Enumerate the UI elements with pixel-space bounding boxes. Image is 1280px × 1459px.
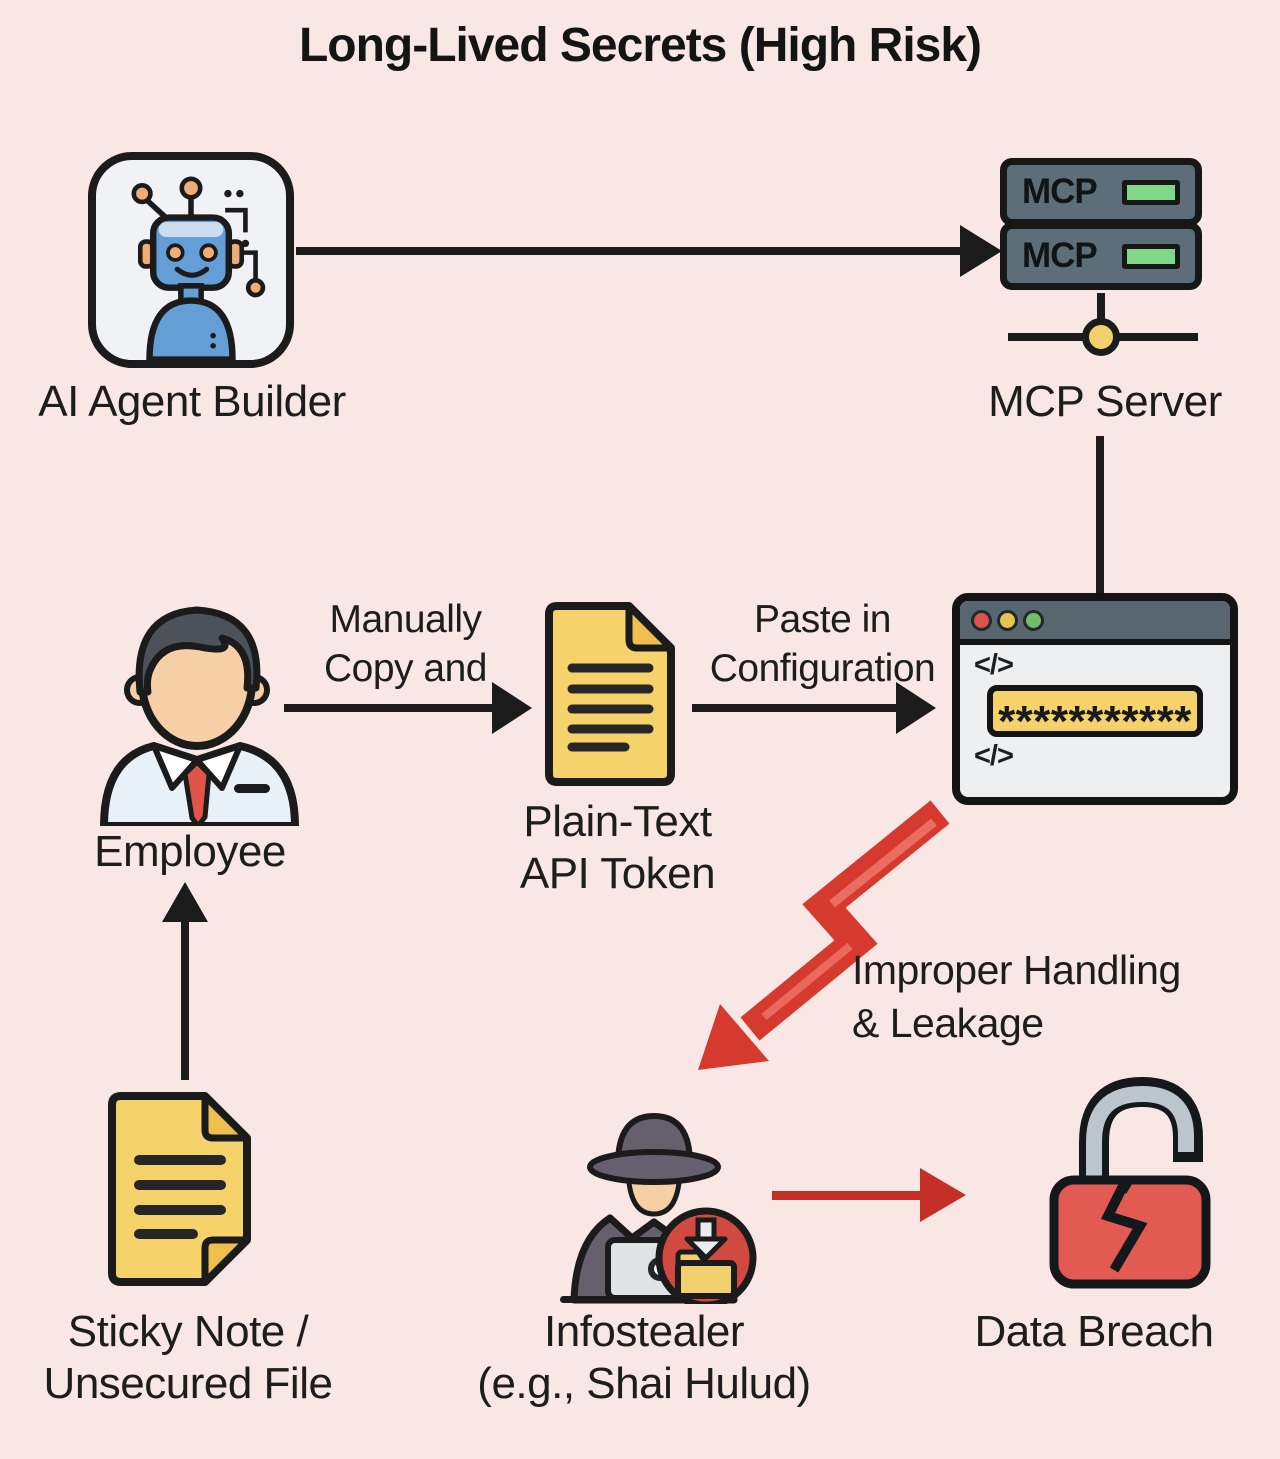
password-field: *********** — [987, 685, 1203, 738]
mcp-network-node-icon — [1082, 318, 1120, 356]
window-body: </> *********** </> — [960, 645, 1230, 774]
edge-copy-label: Manually Copy and — [298, 596, 513, 694]
edge-copy-label-line1: Manually — [329, 598, 482, 641]
arrow-sticky-to-employee-line — [181, 920, 189, 1080]
mcp-unit-label: MCP — [1022, 236, 1098, 275]
arrow-paste-head — [896, 682, 936, 734]
ai-agent-builder-label: AI Agent Builder — [38, 377, 346, 426]
arrow-agent-to-mcp-head — [960, 225, 1002, 277]
arrow-sticky-to-employee-head — [162, 882, 208, 922]
api-token-label-line2: API Token — [519, 848, 716, 898]
infostealer-spy-icon — [560, 1112, 757, 1304]
sticky-note-label-line2: Unsecured File — [43, 1358, 333, 1408]
sticky-note-label: Sticky Note / Unsecured File — [8, 1306, 368, 1410]
server-indicator-light — [1122, 243, 1180, 269]
api-token-label: Plain-Text API Token — [505, 796, 730, 900]
edge-leak-label: Improper Handling & Leakage — [852, 944, 1222, 1051]
edge-paste-label: Paste in Configuration — [700, 596, 945, 694]
mcp-unit-label: MCP — [1022, 172, 1098, 211]
employee-icon — [100, 606, 299, 826]
arrow-breach-head — [920, 1168, 966, 1222]
data-breach-padlock-icon — [1049, 1076, 1211, 1289]
server-indicator-light — [1122, 179, 1180, 205]
api-token-label-line1: Plain-Text — [523, 797, 712, 846]
edge-leak-label-line1: Improper Handling — [852, 947, 1181, 993]
mcp-server-unit: MCP — [1000, 158, 1202, 226]
window-close-icon — [974, 612, 989, 628]
arrow-paste-line — [692, 704, 900, 712]
infostealer-label: Infostealer (e.g., Shai Hulud) — [428, 1306, 860, 1410]
mcp-server-unit: MCP — [1000, 222, 1202, 290]
edge-paste-label-line1: Paste in — [754, 598, 891, 641]
mcp-to-window-connector — [1096, 436, 1104, 594]
arrow-breach-line — [772, 1191, 924, 1200]
config-window-node: </> *********** </> — [952, 593, 1238, 805]
arrow-copy-line — [284, 704, 496, 712]
code-tag-icon: </> — [974, 740, 1014, 773]
arrow-copy-head — [492, 682, 532, 734]
code-tag-icon: </> — [974, 649, 1014, 681]
infostealer-label-line1: Infostealer — [544, 1307, 744, 1356]
sticky-note-icon — [108, 1092, 251, 1286]
mcp-server-label: MCP Server — [988, 377, 1222, 426]
api-token-document-icon — [545, 602, 675, 786]
data-breach-label: Data Breach — [974, 1307, 1214, 1356]
mcp-network-stem — [1097, 293, 1105, 323]
employee-label: Employee — [94, 827, 286, 876]
diagram-title: Long-Lived Secrets (High Risk) — [298, 19, 982, 72]
edge-copy-label-line2: Copy and — [324, 646, 487, 690]
edge-leak-label-line2: & Leakage — [852, 1000, 1044, 1047]
ai-agent-builder-node — [88, 152, 294, 368]
mcp-server-node: MCP MCP — [1000, 158, 1202, 290]
robot-icon — [131, 176, 266, 363]
password-mask-text: *********** — [998, 697, 1192, 738]
arrow-agent-to-mcp-line — [296, 247, 964, 255]
window-minimize-icon — [1000, 612, 1015, 628]
infostealer-label-line2: (e.g., Shai Hulud) — [477, 1358, 811, 1408]
sticky-note-label-line1: Sticky Note / — [67, 1307, 309, 1356]
window-titlebar — [960, 601, 1230, 645]
window-maximize-icon — [1026, 612, 1041, 628]
leak-lightning-arrow-icon — [698, 800, 950, 1070]
